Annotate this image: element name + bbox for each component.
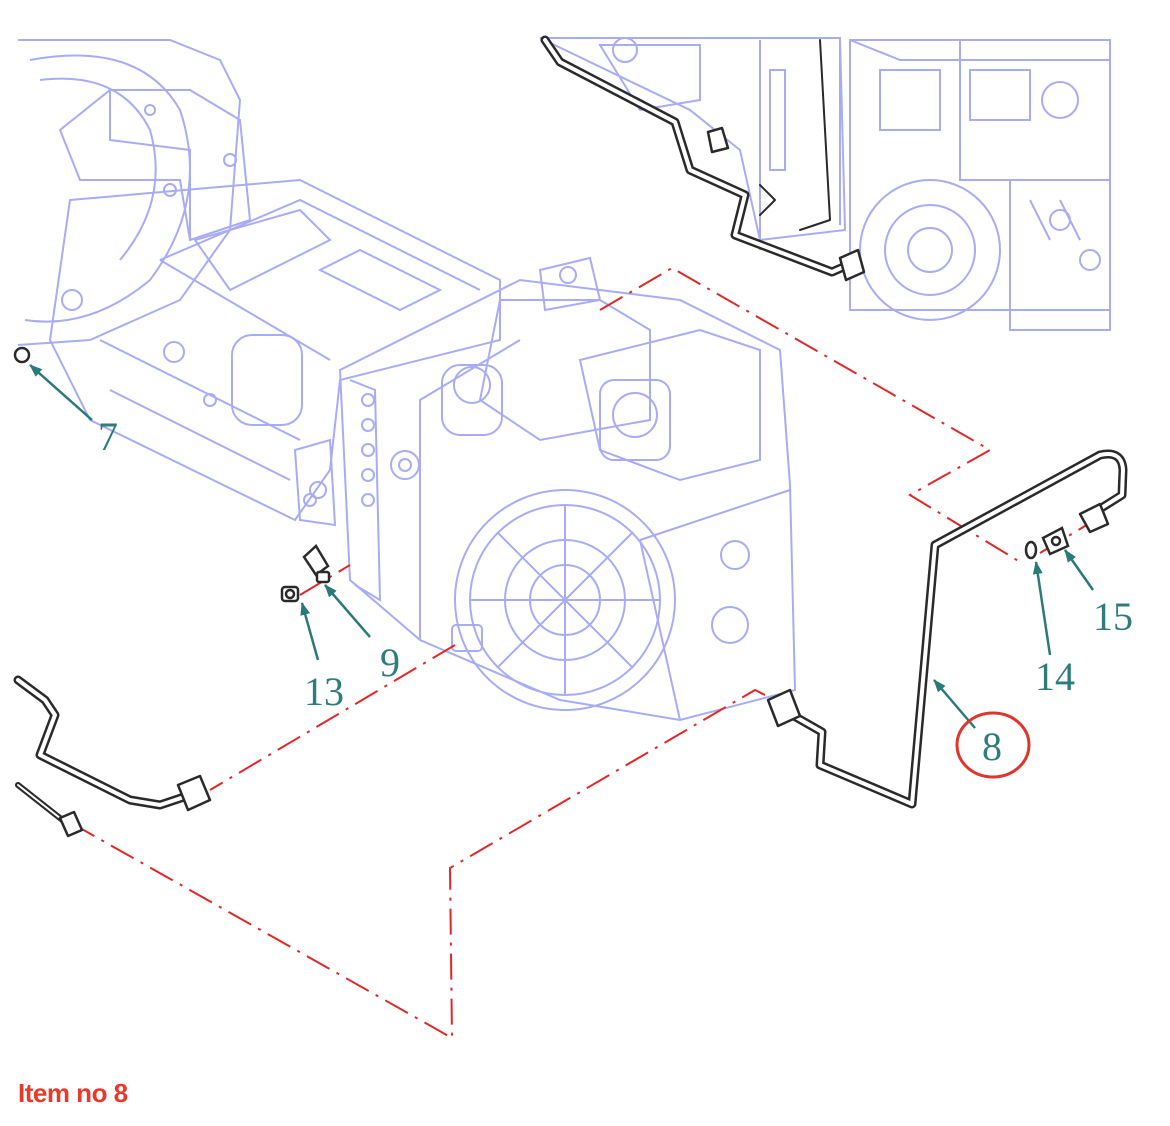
pipe-item-8	[766, 449, 1128, 809]
callout-9: 9	[380, 640, 400, 685]
leader-lines	[29, 364, 1095, 729]
callout-8-highlight-circle	[955, 711, 1031, 779]
fitting-item-9	[302, 544, 331, 584]
callout-8: 8	[982, 724, 1002, 769]
routing-lines	[79, 266, 1091, 1040]
pipe-upper-right	[540, 35, 866, 282]
fitting-item-15	[1041, 526, 1070, 556]
fitting-item-7	[13, 346, 31, 364]
fitting-item-14	[1024, 540, 1038, 560]
callout-13: 13	[304, 669, 344, 714]
callout-7: 7	[98, 414, 118, 459]
pipe-lower-left	[13, 675, 212, 838]
callout-14: 14	[1035, 654, 1075, 699]
main-transmission	[17, 39, 797, 722]
callouts: 7 9 13 14 15 8	[98, 414, 1133, 779]
fitting-item-13	[280, 585, 300, 603]
item-caption: Item no 8	[18, 1078, 128, 1108]
upper-right-transmission	[539, 37, 1111, 331]
callout-15: 15	[1093, 594, 1133, 639]
